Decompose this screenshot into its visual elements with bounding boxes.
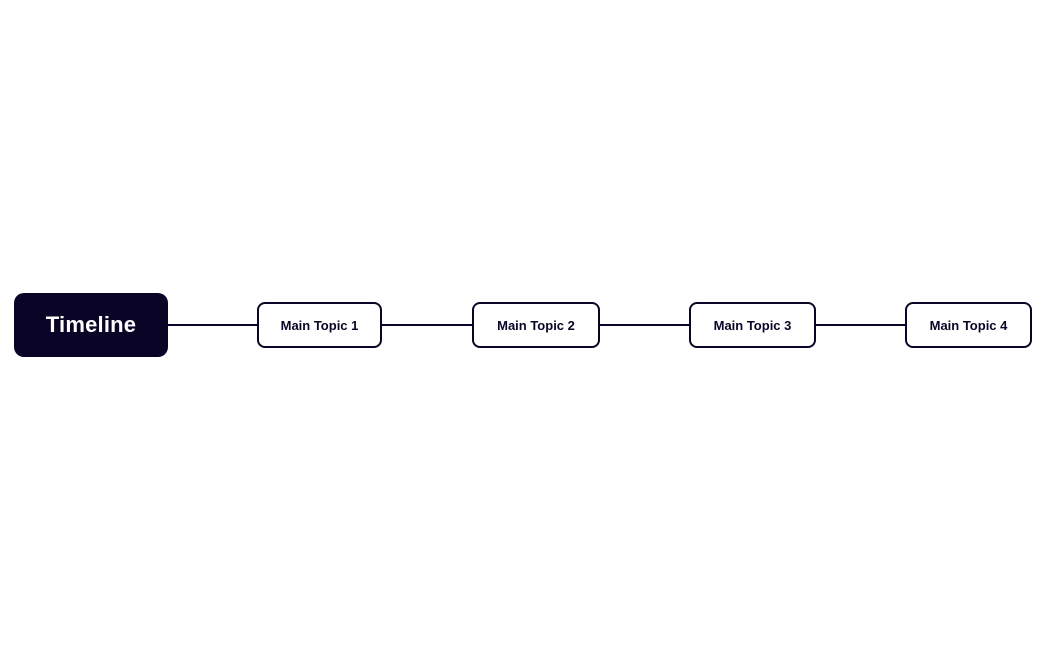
topic-node-1-label: Main Topic 1 — [280, 317, 359, 333]
topic-node-3[interactable]: Main Topic 3 — [689, 302, 816, 348]
topic-node-1[interactable]: Main Topic 1 — [257, 302, 382, 348]
edge-topic-1-to-topic-2 — [381, 324, 473, 326]
edge-topic-3-to-topic-4 — [815, 324, 906, 326]
topic-node-2-label: Main Topic 2 — [497, 317, 575, 333]
edge-topic-2-to-topic-3 — [599, 324, 690, 326]
topic-node-3-label: Main Topic 3 — [713, 317, 792, 333]
topic-node-4-label: Main Topic 4 — [929, 317, 1008, 333]
topic-node-2[interactable]: Main Topic 2 — [472, 302, 600, 348]
root-node-timeline[interactable]: Timeline — [14, 293, 168, 357]
root-node-label: Timeline — [45, 312, 137, 337]
edge-root-to-topic-1 — [168, 324, 258, 326]
topic-node-4[interactable]: Main Topic 4 — [905, 302, 1032, 348]
